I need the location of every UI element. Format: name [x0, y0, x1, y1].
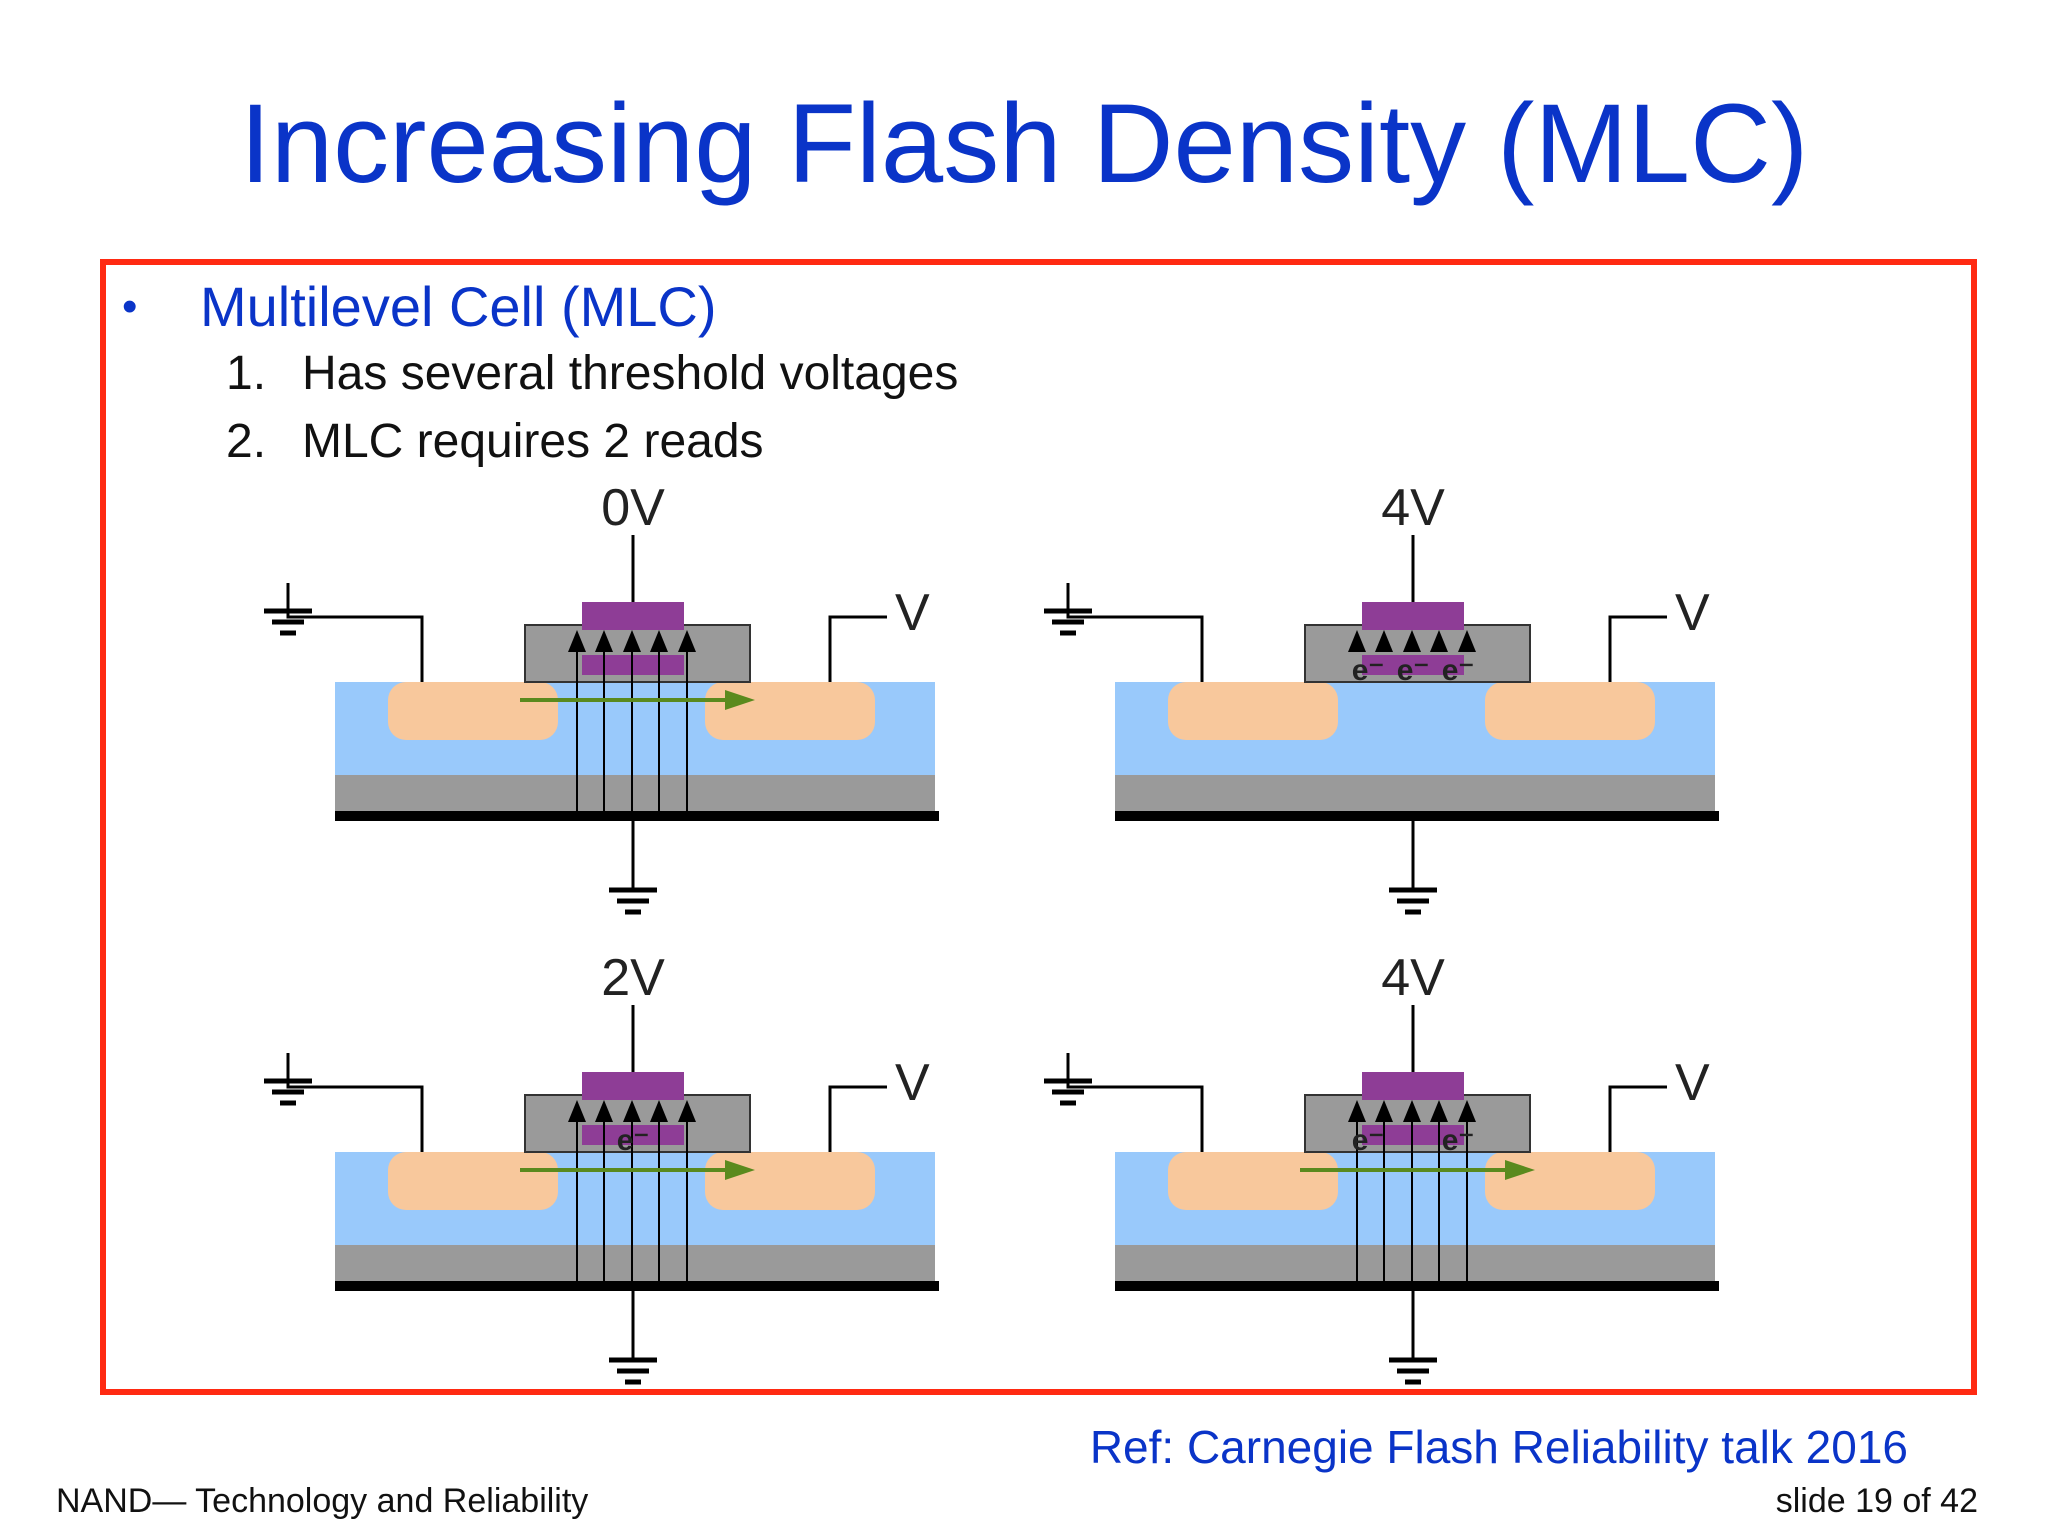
source-wire — [286, 583, 424, 682]
drain-voltage-label: V — [1675, 1054, 1710, 1112]
body-contact — [1115, 811, 1719, 821]
field-arrow-icon — [650, 1100, 668, 1122]
field-arrow-icon — [595, 1100, 613, 1122]
electron-label: e⁻ — [1442, 1124, 1475, 1157]
source-region — [1168, 1152, 1338, 1210]
field-arrow-icon — [568, 1100, 586, 1122]
control-gate — [582, 602, 684, 630]
field-arrow-icon — [678, 630, 696, 652]
gate-voltage-label: 4V — [1381, 949, 1445, 1007]
source-wire — [286, 1053, 424, 1152]
channel-arrow-icon — [725, 1160, 755, 1180]
field-arrow-icon — [623, 1100, 641, 1122]
control-gate — [1362, 1072, 1464, 1100]
control-gate — [1362, 602, 1464, 630]
field-arrow-icon — [650, 630, 668, 652]
drain-voltage-label: V — [895, 1054, 930, 1112]
source-region — [388, 1152, 558, 1210]
electron-label: e⁻ — [1442, 654, 1475, 687]
slide-number: slide 19 of 42 — [1775, 1482, 1978, 1520]
field-arrow-icon — [1458, 1100, 1476, 1122]
slide-title: Increasing Flash Density (MLC) — [239, 81, 1809, 206]
body-contact — [335, 1281, 939, 1291]
electron-label: e⁻ — [1352, 654, 1385, 687]
field-arrow-icon — [1430, 1100, 1448, 1122]
field-arrow-icon — [1403, 1100, 1421, 1122]
control-gate — [582, 1072, 684, 1100]
field-arrow-icon — [1348, 630, 1366, 652]
list-item-number: 1. — [226, 347, 267, 400]
drain-wire — [828, 615, 887, 682]
gate-voltage-label: 2V — [601, 949, 665, 1007]
flash-cell: e⁻ e⁻ e⁻ 4V V — [1044, 479, 1719, 915]
electron-label: e⁻ — [1352, 1124, 1385, 1157]
drain-region — [1485, 682, 1655, 740]
electron-label: e⁻ — [617, 1124, 650, 1157]
channel-arrow-icon — [725, 690, 755, 710]
body-contact — [1115, 1281, 1719, 1291]
source-region — [388, 682, 558, 740]
flash-cell: 0V V — [264, 479, 939, 915]
field-arrow-icon — [623, 630, 641, 652]
field-arrow-icon — [595, 630, 613, 652]
bullet-heading: Multilevel Cell (MLC) — [200, 275, 717, 338]
reference-text: Ref: Carnegie Flash Reliability talk 201… — [1089, 1421, 1908, 1473]
flash-cell: e⁻ 2V V — [264, 949, 939, 1385]
field-arrow-icon — [1348, 1100, 1366, 1122]
source-wire — [1066, 1053, 1204, 1152]
list-item: 2. MLC requires 2 reads — [226, 415, 764, 469]
field-arrow-icon — [1375, 1100, 1393, 1122]
body-layer — [335, 1245, 935, 1281]
list-item-number: 2. — [226, 415, 267, 468]
field-arrow-icon — [1375, 630, 1393, 652]
field-arrow-icon — [1430, 630, 1448, 652]
drain-wire — [1608, 1085, 1667, 1152]
body-layer — [1115, 775, 1715, 811]
drain-region — [705, 682, 875, 740]
source-wire — [1066, 583, 1204, 682]
gate-voltage-label: 0V — [601, 479, 665, 537]
body-layer — [1115, 1245, 1715, 1281]
field-arrow-icon — [1403, 630, 1421, 652]
source-region — [1168, 682, 1338, 740]
drain-voltage-label: V — [1675, 584, 1710, 642]
bullet-dot: • — [122, 282, 138, 331]
field-arrow-icon — [568, 630, 586, 652]
drain-voltage-label: V — [895, 584, 930, 642]
footer-title: NAND— Technology and Reliability — [56, 1482, 589, 1520]
field-arrow-icon — [678, 1100, 696, 1122]
drain-wire — [1608, 615, 1667, 682]
gate-voltage-label: 4V — [1381, 479, 1445, 537]
highlight-frame — [100, 259, 1977, 1395]
list-item-text: MLC requires 2 reads — [302, 415, 764, 468]
floating-gate — [1362, 655, 1464, 675]
list-item-text: Has several threshold voltages — [302, 347, 959, 400]
drain-region — [705, 1152, 875, 1210]
drain-region — [1485, 1152, 1655, 1210]
body-layer — [335, 775, 935, 811]
list-item: 1. Has several threshold voltages — [226, 347, 959, 401]
drain-wire — [828, 1085, 887, 1152]
body-contact — [335, 811, 939, 821]
field-arrow-icon — [1458, 630, 1476, 652]
flash-cell: e⁻ e⁻ 4V V — [1044, 949, 1719, 1385]
channel-arrow-icon — [1505, 1160, 1535, 1180]
electron-label: e⁻ — [1397, 654, 1430, 687]
